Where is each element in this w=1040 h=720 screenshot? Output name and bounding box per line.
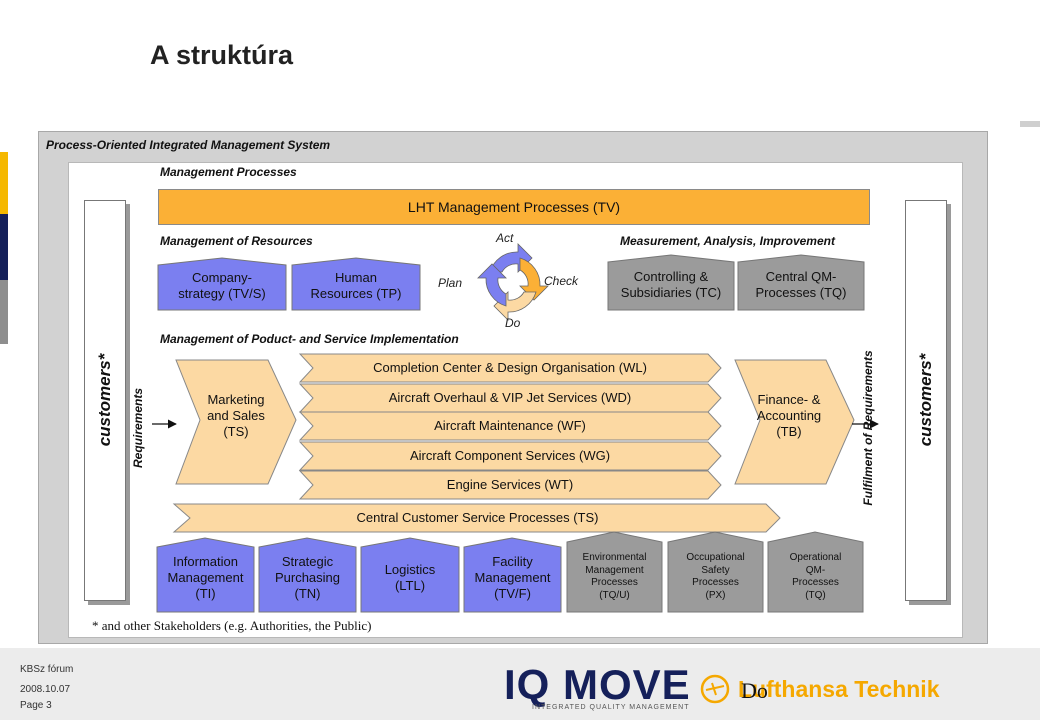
pdca-plan-label: Plan [438,276,463,290]
controlling-shape [607,254,735,311]
central-customer-arrow [172,503,781,533]
support-gray-shape-3 [767,531,864,613]
lht-management-bar: LHT Management Processes (TV) [158,189,870,225]
footer-line-2: 2008.10.07 [20,684,71,695]
frame-title: Process-Oriented Integrated Management S… [46,138,331,152]
iq-move-tagline: INTEGRATED QUALITY MANAGEMENT [532,704,690,711]
customers-left-box: customers* [84,200,130,605]
management-resources-label: Management of Resources [160,234,313,248]
measurement-label: Measurement, Analysis, Improvement [620,234,835,248]
product-arrow-1 [298,353,722,383]
product-arrow-5 [298,470,722,500]
support-shape-1 [156,537,255,613]
iq-move-logo: IQ MOVE [504,661,691,708]
customers-right-box: customers* [905,200,951,605]
support-shape-4 [463,537,562,613]
support-gray-shape-2 [667,531,764,613]
footer-line-1: KBSz fórum [20,664,74,675]
slide-title: A struktúra [150,40,294,70]
support-shape-3 [360,537,460,613]
product-arrow-2 [298,383,722,413]
central-qm-shape [737,254,865,311]
brand-bar-gray [0,280,8,344]
pdca-act-label: Act [496,231,514,245]
human-resources-shape [291,257,421,311]
header-rule [1020,121,1040,127]
product-arrow-3 [298,411,722,441]
pdca-cycle [477,243,549,321]
product-arrow-4 [298,441,722,471]
support-shape-2 [258,537,357,613]
product-service-label: Management of Poduct- and Service Implem… [160,332,459,346]
footer-line-3: Page 3 [20,700,52,711]
footnote: * and other Stakeholders (e.g. Authoriti… [92,618,372,633]
brand-bar-navy [0,214,8,280]
management-processes-label: Management Processes [160,165,297,179]
company-strategy-shape [157,257,287,311]
overlay-do-text: Do [741,678,768,703]
pdca-do-label: Do [505,316,521,330]
footer-band [0,648,1040,720]
lufthansa-technik-logo: Lufthansa Technik [738,676,940,702]
crane-logo-icon [700,674,730,704]
pdca-check-label: Check [544,274,579,288]
finance-shape [734,359,855,485]
support-gray-shape-1 [566,531,663,613]
brand-bar-yellow [0,152,8,214]
marketing-shape [175,359,297,485]
